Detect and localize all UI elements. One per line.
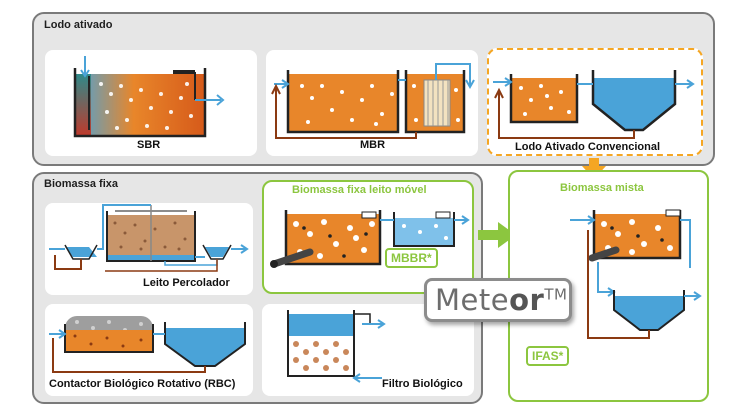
convencional-card: Lodo Ativado Convencional [487,48,703,156]
filtro-label: Filtro Biológico [382,378,463,390]
percolador-illustration [49,204,249,272]
filtro-illustration [287,310,386,383]
ifas-badge: IFAS* [526,346,570,366]
mbr-label: MBR [360,139,386,151]
leito-movel-title: Biomassa fixa leito móvel [292,184,427,196]
sbr-label: SBR [137,139,161,151]
biomassa-mista-title: Biomassa mista [560,182,644,194]
convencional-label: Lodo Ativado Convencional [515,141,661,153]
mbr-illustration [271,63,475,139]
rbc-illustration [49,316,246,373]
brand-tm: TM [544,285,568,304]
ifas-illustration [570,209,702,339]
rbc-card: Contactor Biológico Rotativo (RBC) [45,304,253,396]
mbbr-illustration [270,210,470,268]
arrow-right-icon [478,222,516,248]
meteor-logo: MeteorTM [424,278,572,322]
brand-name-a: Mete [435,283,510,317]
leito-percolador-card: Leito Percolador [45,203,253,295]
mbr-card: MBR [266,50,478,156]
percolador-label: Leito Percolador [143,277,230,289]
rbc-label: Contactor Biológico Rotativo (RBC) [49,378,236,390]
brand-name-b: or [509,283,545,317]
sbr-card: SBR [45,50,257,156]
convencional-illustration [493,70,695,139]
mbbr-badge: MBBR* [385,248,438,268]
biomassa-fixa-title: Biomassa fixa [44,178,118,190]
sbr-illustration [73,56,225,138]
lodo-ativado-title: Lodo ativado [44,19,113,31]
